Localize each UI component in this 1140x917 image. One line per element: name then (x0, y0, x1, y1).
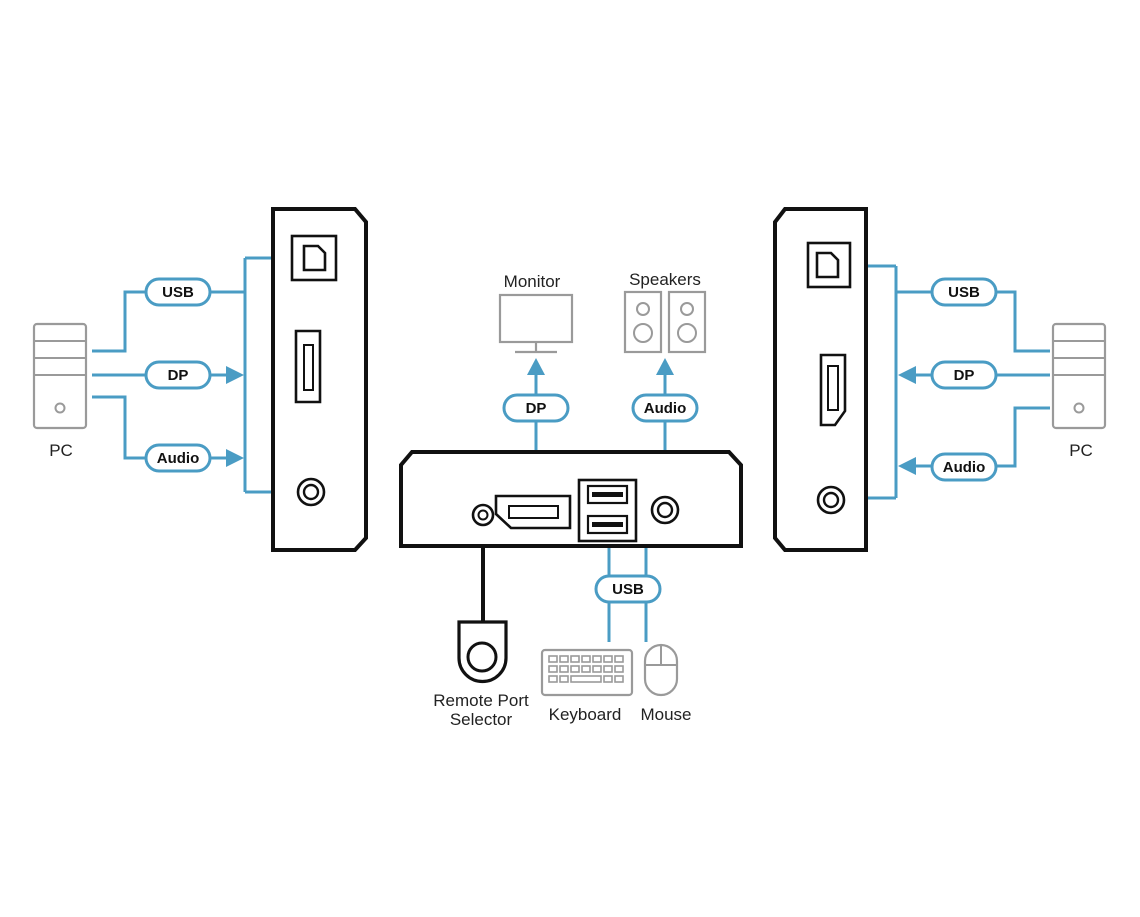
remote-selector-label-line1: Remote Port (433, 691, 529, 710)
arrow-right-audio (898, 457, 916, 475)
mouse-label: Mouse (640, 705, 691, 724)
remote-port-selector-icon (457, 620, 508, 684)
cable-labels: USB DP Audio USB DP Audio DP Audio USB (144, 277, 998, 604)
usb-b-port-icon (806, 241, 852, 289)
arrow-left-dp (226, 366, 244, 384)
arrow-left-audio (226, 449, 244, 467)
displayport-icon (819, 353, 847, 427)
pc-left-icon (32, 322, 88, 430)
pill-right-dp: DP (954, 367, 975, 384)
monitor-icon (498, 293, 574, 354)
pc-right-label: PC (1069, 441, 1093, 460)
remote-port-jack-icon (471, 503, 495, 527)
remote-selector-label-line2: Selector (450, 710, 513, 729)
usb-a-ports-icon (577, 478, 638, 543)
arrow-speaker-audio (656, 358, 674, 375)
speakers-icon (623, 290, 707, 354)
left-kvm-unit (271, 207, 368, 552)
pill-left-dp: DP (168, 367, 189, 384)
audio-jack-icon (816, 485, 846, 515)
pc-right-icon (1051, 322, 1107, 430)
pill-right-audio: Audio (943, 459, 986, 476)
pill-left-audio: Audio (157, 450, 200, 467)
pill-speaker-audio: Audio (644, 400, 687, 417)
pill-monitor-dp: DP (526, 400, 547, 417)
audio-jack-icon (650, 495, 680, 525)
arrows (226, 358, 916, 475)
console-kvm-unit (399, 450, 743, 548)
monitor-label: Monitor (504, 272, 561, 291)
right-kvm-unit (773, 207, 868, 552)
pill-right-usb: USB (948, 284, 980, 301)
keyboard-label: Keyboard (549, 705, 622, 724)
cables (92, 256, 1050, 642)
keyboard-icon (540, 648, 634, 697)
pill-left-usb: USB (162, 284, 194, 301)
mouse-icon (643, 643, 679, 697)
displayport-icon (494, 494, 572, 530)
displayport-icon (294, 329, 322, 404)
audio-jack-icon (296, 477, 326, 507)
speakers-label: Speakers (629, 270, 701, 289)
usb-b-port-icon (290, 234, 338, 282)
arrow-monitor-dp (527, 358, 545, 375)
pill-console-usb: USB (612, 581, 644, 598)
pc-left-label: PC (49, 441, 73, 460)
arrow-right-dp (898, 366, 916, 384)
